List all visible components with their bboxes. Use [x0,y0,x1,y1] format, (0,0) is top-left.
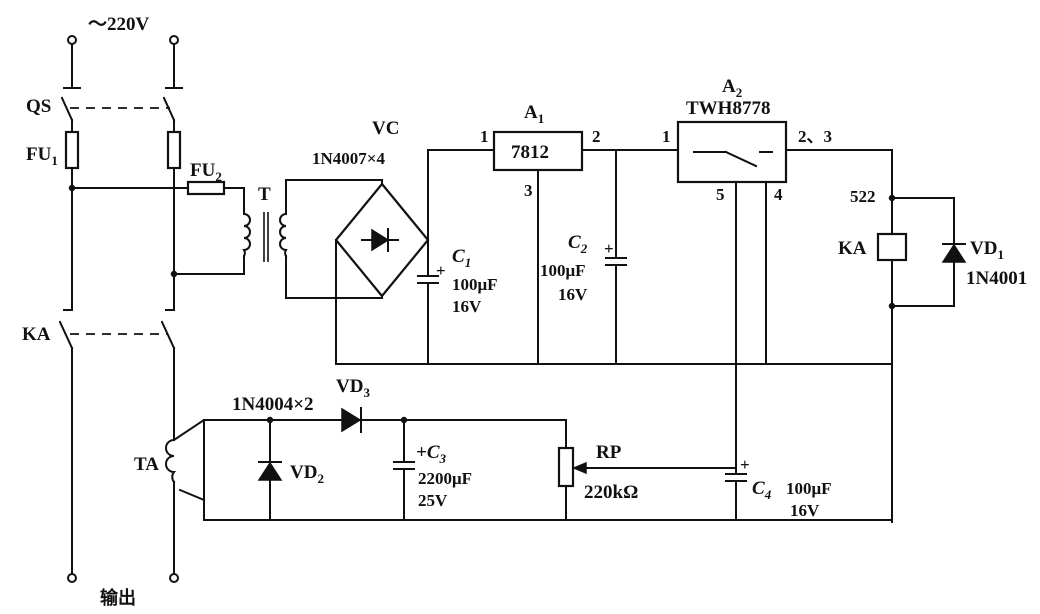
c1-capacitance: 100μF [452,275,498,294]
a2-pin4: 4 [774,185,783,204]
fuse-right [166,130,182,170]
ka-contact-label: KA [22,324,51,345]
fu1-fuses [64,119,182,170]
a2-pin23: 2、3 [798,127,832,146]
c2-label: C2 [568,232,588,256]
supply-label: ～220V [88,14,150,35]
a2-label: A2 [722,76,742,100]
c4-plus: + [740,455,750,474]
relay-ka [876,149,955,523]
qs-switch [60,43,183,122]
vd1-part: 1N4001 [966,268,1027,289]
capacitor-c2 [605,149,627,365]
fu2-label: FU2 [190,160,222,184]
c1-plus: + [436,261,446,280]
junction-dots [68,184,896,424]
vd2-label: VD2 [290,462,324,486]
relay-number: 522 [850,187,876,206]
c3-voltage: 25V [418,491,448,510]
fuse-left [64,130,80,170]
transformer-label: T [258,184,271,205]
a1-part: 7812 [511,142,549,163]
current-transformer-ta [165,418,206,575]
c1-voltage: 16V [452,297,482,316]
rp-label: RP [596,442,622,463]
mains-terminal-left [67,35,77,45]
output-terminal-right [169,573,179,583]
c4-capacitance: 100μF [786,479,832,498]
capacitor-c1 [417,239,439,365]
vd1-label: VD1 [970,238,1004,262]
a1-pin1: 1 [480,127,489,146]
c2-plus: + [604,239,614,258]
potentiometer-rp [557,419,737,521]
a1-pin2: 2 [592,127,601,146]
vd3-label: VD3 [336,376,370,400]
relay-label: KA [838,238,867,259]
ta-label: TA [134,454,159,475]
a1-label: A1 [524,102,544,126]
fu1-label: FU1 [26,144,58,168]
ka-contacts [58,309,176,575]
switch-ic-a2 [676,120,893,475]
c1-label: C1 [452,246,471,270]
capacitor-c4 [725,473,747,521]
vc-label: VC [372,118,399,139]
a2-part: TWH8778 [686,98,770,119]
capacitor-c3 [393,419,415,521]
vd-pair-part: 1N4004×2 [232,394,314,415]
rp-value: 220kΩ [584,482,638,503]
transformer-t [242,179,288,299]
diode-vd3 [341,407,567,433]
a2-pin5: 5 [716,185,725,204]
diode-vd2 [257,419,283,521]
a1-pin3: 3 [524,181,533,200]
output-label: 输出 [100,587,136,609]
mains-terminal-right [169,35,179,45]
vc-part: 1N4007×4 [312,149,385,168]
output-terminal-left [67,573,77,583]
c4-voltage: 16V [790,501,820,520]
c2-voltage: 16V [558,285,588,304]
regulator-a1 [427,130,679,365]
diode-vd1 [941,197,967,307]
a2-pin1: 1 [662,127,671,146]
qs-label: QS [26,96,51,117]
c3-label: +C3 [416,442,447,466]
c4-label: C4 [752,478,772,502]
bridge-rectifier-vc [285,149,430,365]
c3-capacitance: 2200μF [418,469,472,488]
c2-capacitance: 100μF [540,261,586,280]
fu2-branch [71,180,245,275]
mains-terminals [67,35,179,583]
